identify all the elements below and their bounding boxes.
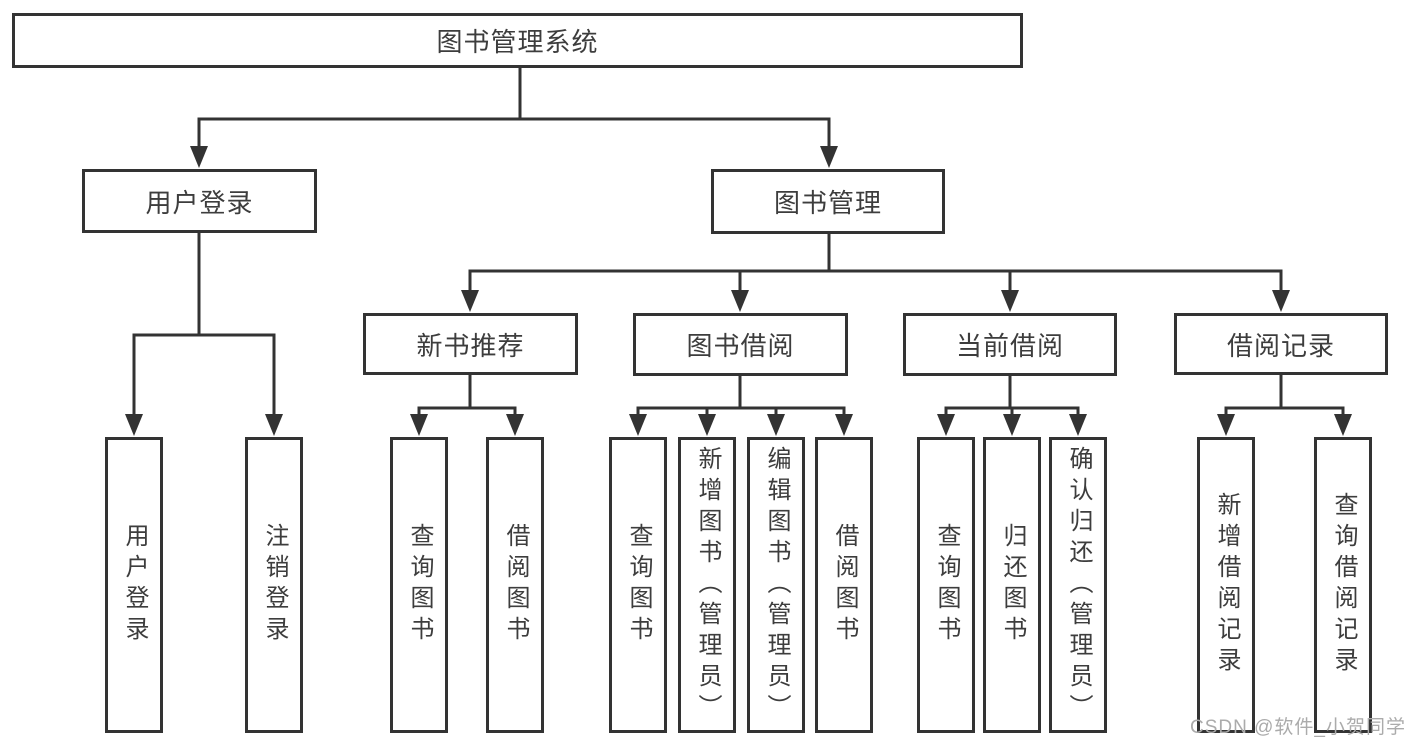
node-query-books-recommend: 查询图书 <box>390 437 448 733</box>
node-book-management: 图书管理 <box>711 169 945 234</box>
node-label: 查询图书 <box>625 523 652 647</box>
node-return-books: 归还图书 <box>983 437 1041 733</box>
node-current-borrowing: 当前借阅 <box>903 313 1117 376</box>
node-query-borrow-record: 查询借阅记录 <box>1314 437 1372 733</box>
node-user-login: 用户登录 <box>82 169 317 233</box>
arrowheads <box>125 146 1352 436</box>
node-library-management-system: 图书管理系统 <box>12 13 1023 68</box>
node-label: 借阅图书 <box>831 523 858 647</box>
node-query-books-current: 查询图书 <box>917 437 975 733</box>
node-edit-books-admin: 编辑图书（管理员） <box>747 437 805 733</box>
node-label: 图书管理系统 <box>436 27 599 57</box>
node-label: 用户登录 <box>145 187 254 218</box>
node-label: 借阅图书 <box>502 523 529 647</box>
node-label: 图书借阅 <box>686 331 795 361</box>
node-label: 新增借阅记录 <box>1213 492 1240 678</box>
node-label: 注销登录 <box>261 523 288 647</box>
node-new-book-recommendation: 新书推荐 <box>363 313 578 375</box>
node-add-books-admin: 新增图书（管理员） <box>678 437 736 733</box>
node-label: 查询图书 <box>933 523 960 647</box>
node-borrow-books-borrowing: 借阅图书 <box>815 437 873 733</box>
node-confirm-return-admin: 确认归还（管理员） <box>1049 437 1107 733</box>
node-label: 确认归还（管理员） <box>1065 445 1092 725</box>
node-label: 图书管理 <box>773 188 882 218</box>
node-label: 查询借阅记录 <box>1330 492 1357 678</box>
node-add-borrow-record: 新增借阅记录 <box>1197 437 1255 733</box>
node-label: 借阅记录 <box>1226 330 1335 361</box>
node-label: 新增图书（管理员） <box>694 445 721 725</box>
csdn-watermark: CSDN @软件_小贺同学 <box>1190 717 1405 738</box>
node-label: 查询图书 <box>406 523 433 647</box>
node-label: 归还图书 <box>999 523 1026 647</box>
node-query-books-borrowing: 查询图书 <box>609 437 667 733</box>
node-logout: 注销登录 <box>245 437 303 733</box>
node-book-borrowing: 图书借阅 <box>633 313 848 376</box>
node-label: 新书推荐 <box>416 330 525 361</box>
node-user-login-action: 用户登录 <box>105 437 163 733</box>
node-label: 编辑图书（管理员） <box>763 445 790 725</box>
node-label: 当前借阅 <box>955 331 1064 361</box>
node-borrow-books-recommend: 借阅图书 <box>486 437 544 733</box>
node-borrowing-records: 借阅记录 <box>1174 313 1388 375</box>
node-label: 用户登录 <box>121 523 148 647</box>
